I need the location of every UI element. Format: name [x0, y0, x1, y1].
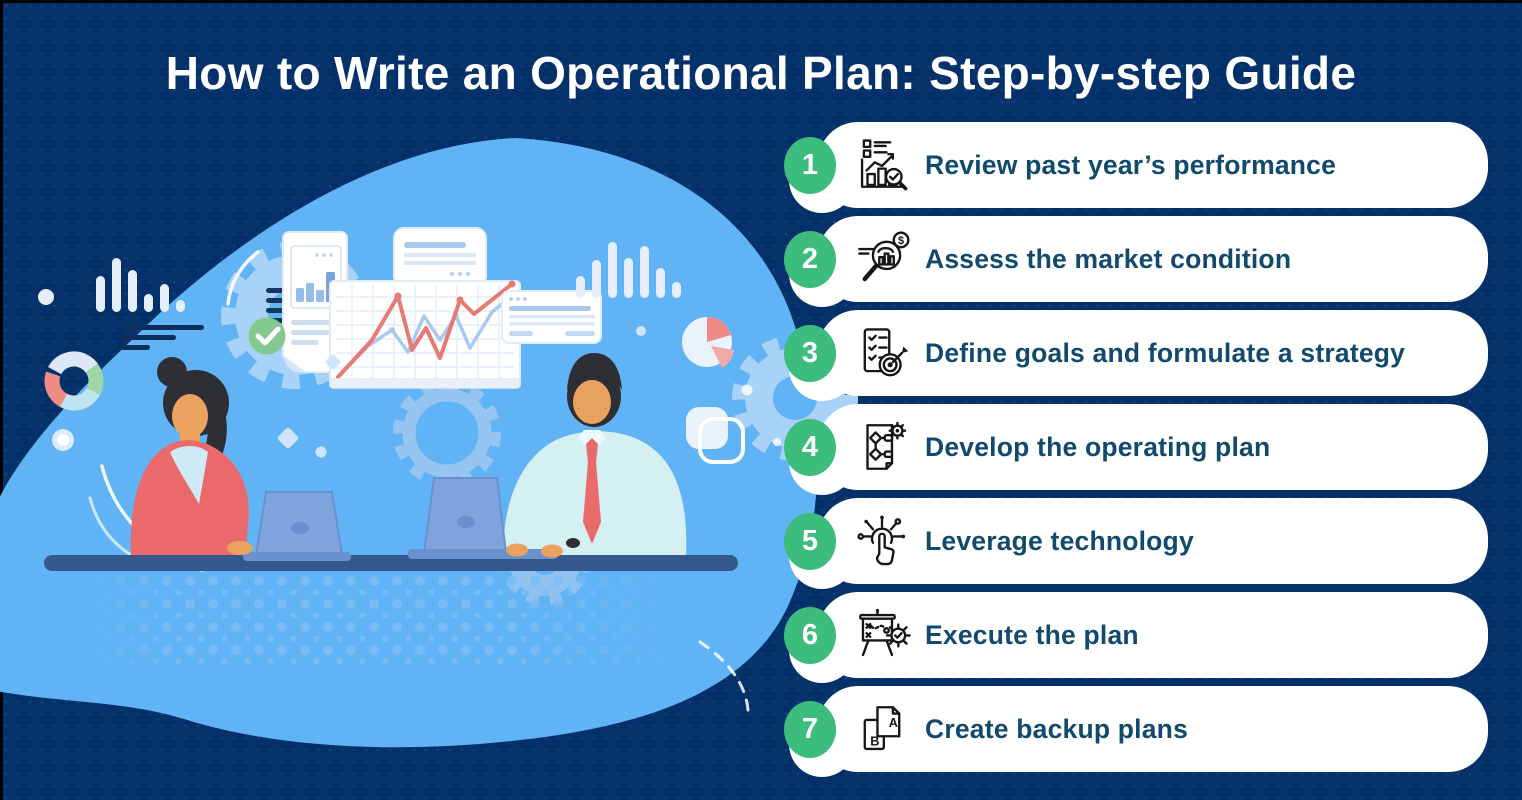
step-card: 3 Define goals and formulate a strategy — [784, 310, 1488, 401]
step-label: Develop the operating plan — [925, 431, 1271, 462]
bar-chart-decor-left — [96, 258, 185, 312]
step-number: 7 — [801, 713, 819, 745]
svg-text:A: A — [889, 716, 898, 730]
step-number: 3 — [801, 337, 819, 369]
step-label: Review past year’s performance — [925, 149, 1337, 180]
diamond-decor — [277, 326, 646, 458]
step-number: 6 — [801, 619, 819, 651]
decor-dot — [38, 289, 54, 305]
svg-text:$: $ — [898, 235, 904, 247]
chart-review-magnifier-icon — [853, 136, 911, 194]
strategy-board-gear-icon — [853, 606, 911, 664]
top-border — [0, 0, 1522, 3]
step-number: 5 — [801, 525, 819, 557]
laptop-man — [408, 477, 558, 559]
decor-dot — [741, 384, 753, 396]
step-card: 4 Develop the operating plan — [784, 404, 1488, 495]
halftone-dots — [92, 574, 677, 664]
touch-technology-network-icon — [853, 512, 911, 570]
donut-chart-icon — [44, 351, 104, 411]
decor-dot — [57, 434, 69, 446]
step-number-badge: 2 — [784, 231, 836, 288]
woman-illustration — [130, 357, 249, 558]
step-label: Assess the market condition — [925, 243, 1292, 274]
step-number-badge: 1 — [784, 137, 836, 194]
plan-flowchart-gear-icon — [853, 418, 911, 476]
decor-dot — [773, 438, 781, 446]
line-chart-board — [329, 280, 521, 389]
page-title: How to Write an Operational Plan: Step-b… — [165, 47, 1357, 99]
svg-text:B: B — [870, 734, 879, 748]
swoosh-arc-dashed — [698, 640, 750, 712]
step-label: Leverage technology — [925, 525, 1194, 556]
goals-checklist-target-icon — [853, 324, 911, 382]
step-label: Define goals and formulate a strategy — [925, 337, 1406, 368]
man-illustration — [503, 353, 687, 558]
step-card: 6 Execute the plan — [784, 592, 1488, 683]
step-number: 1 — [801, 149, 819, 181]
check-circle-icon — [248, 317, 286, 355]
step-label: Execute the plan — [925, 619, 1139, 650]
step-number-badge: 4 — [784, 419, 836, 476]
desk — [44, 555, 738, 571]
browser-window — [501, 290, 602, 344]
hands — [227, 538, 580, 558]
swoosh-arc — [226, 250, 260, 306]
bar-chart-decor-right — [576, 242, 681, 298]
step-card: 2 $ Assess the market condition — [784, 216, 1488, 307]
step-card: 1 Review past year’s performance — [784, 122, 1488, 213]
step-number-badge: 5 — [784, 513, 836, 570]
step-label: Create backup plans — [925, 713, 1189, 744]
text-lines-decor — [120, 325, 204, 350]
laptop-woman — [243, 491, 351, 561]
left-border — [0, 0, 3, 800]
step-card: 5 Leverage technology — [784, 498, 1488, 589]
step-number-badge: 6 — [784, 607, 836, 664]
step-number-badge: 7 — [784, 701, 836, 758]
step-number-badge: 3 — [784, 325, 836, 382]
watch — [566, 538, 580, 548]
rounded-square-decor — [686, 407, 745, 464]
market-analysis-magnifier-icon: $ — [853, 230, 911, 288]
pie-chart-icon — [682, 317, 734, 368]
step-number: 4 — [801, 431, 819, 463]
step-number: 2 — [801, 243, 819, 275]
steps-list: 1 Review past year’s performance 2 $ Ass… — [784, 122, 1488, 780]
